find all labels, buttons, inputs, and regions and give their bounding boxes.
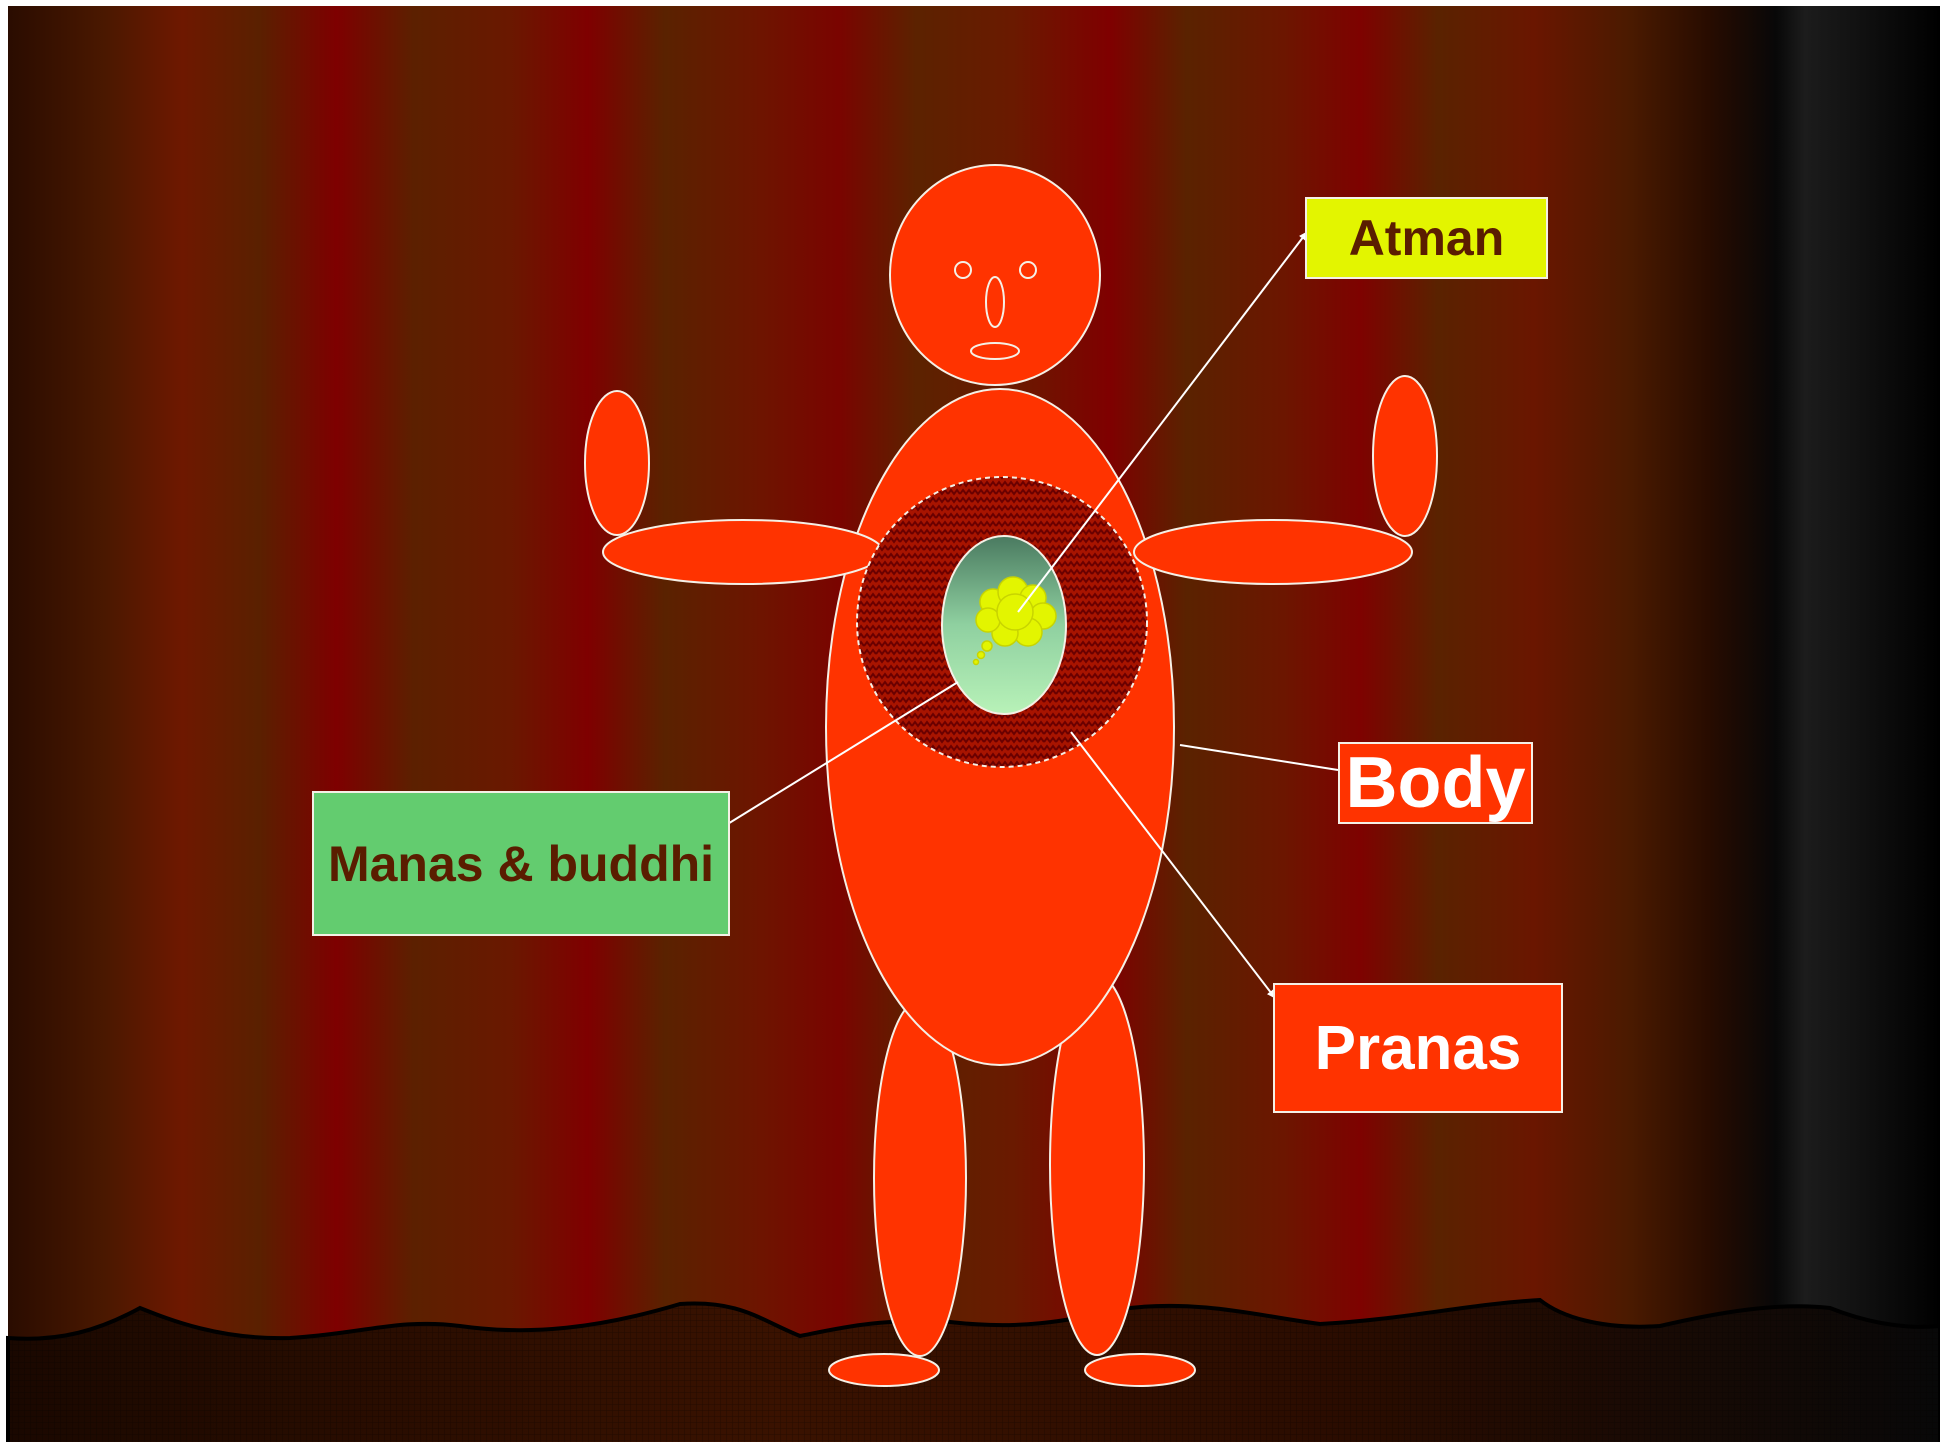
right-forearm bbox=[1134, 520, 1412, 584]
left-forearm bbox=[603, 520, 883, 584]
left-leg bbox=[874, 1000, 966, 1356]
pranas-label: Pranas bbox=[1273, 983, 1563, 1113]
body-label: Body bbox=[1338, 742, 1533, 824]
right-foot bbox=[1085, 1354, 1195, 1386]
atman-label: Atman bbox=[1305, 197, 1548, 279]
right-upper-arm bbox=[1373, 376, 1437, 536]
left-upper-arm bbox=[585, 391, 649, 535]
head bbox=[890, 165, 1100, 385]
manas-buddhi-label: Manas & buddhi bbox=[312, 791, 730, 936]
left-foot bbox=[829, 1354, 939, 1386]
